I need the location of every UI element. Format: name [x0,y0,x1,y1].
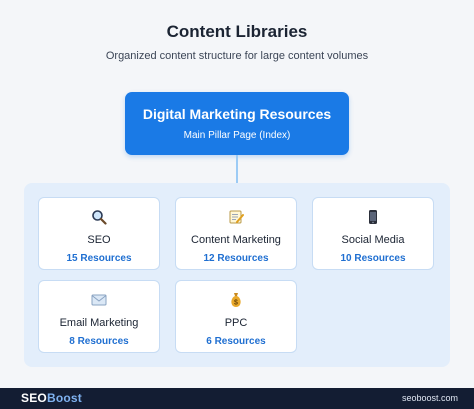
money-bag-icon: $ [176,290,296,308]
pillar-title: Digital Marketing Resources [142,106,332,122]
category-card-social-media[interactable]: Social Media 10 Resources [312,197,434,270]
logo-suffix: Boost [46,391,82,405]
category-card-email-marketing[interactable]: Email Marketing 8 Resources [38,280,160,353]
mobile-phone-icon [313,207,433,225]
svg-text:$: $ [234,300,238,307]
category-count: 12 Resources [203,253,269,264]
category-name: PPC [224,317,248,329]
page-title: Content Libraries [166,22,308,41]
categories-panel: SEO 15 Resources Content Marketing 12 Re… [24,183,450,367]
category-count: 6 Resources [206,336,266,347]
category-name: SEO [87,234,111,246]
envelope-icon [39,290,159,308]
memo-icon [176,207,296,225]
category-name: Email Marketing [59,317,139,329]
category-card-ppc[interactable]: $ PPC 6 Resources [175,280,297,353]
category-count: 8 Resources [69,336,129,347]
magnifier-icon [39,207,159,225]
page-subtitle: Organized content structure for large co… [105,50,369,62]
category-card-seo[interactable]: SEO 15 Resources [38,197,160,270]
pillar-subtitle: Main Pillar Page (Index) [183,130,291,141]
logo-prefix: SEO [21,391,47,405]
category-count: 15 Resources [66,253,132,264]
site-link[interactable]: seoboost.com [401,393,458,403]
category-name: Social Media [341,234,405,246]
category-count: 10 Resources [340,253,406,264]
connector-line [236,155,238,183]
category-card-content-marketing[interactable]: Content Marketing 12 Resources [175,197,297,270]
pillar-page-node[interactable]: Digital Marketing Resources Main Pillar … [125,92,349,155]
category-name: Content Marketing [191,234,281,246]
footer-bar: SEOBoost seoboost.com [0,388,474,409]
brand-logo[interactable]: SEOBoost [21,391,82,405]
